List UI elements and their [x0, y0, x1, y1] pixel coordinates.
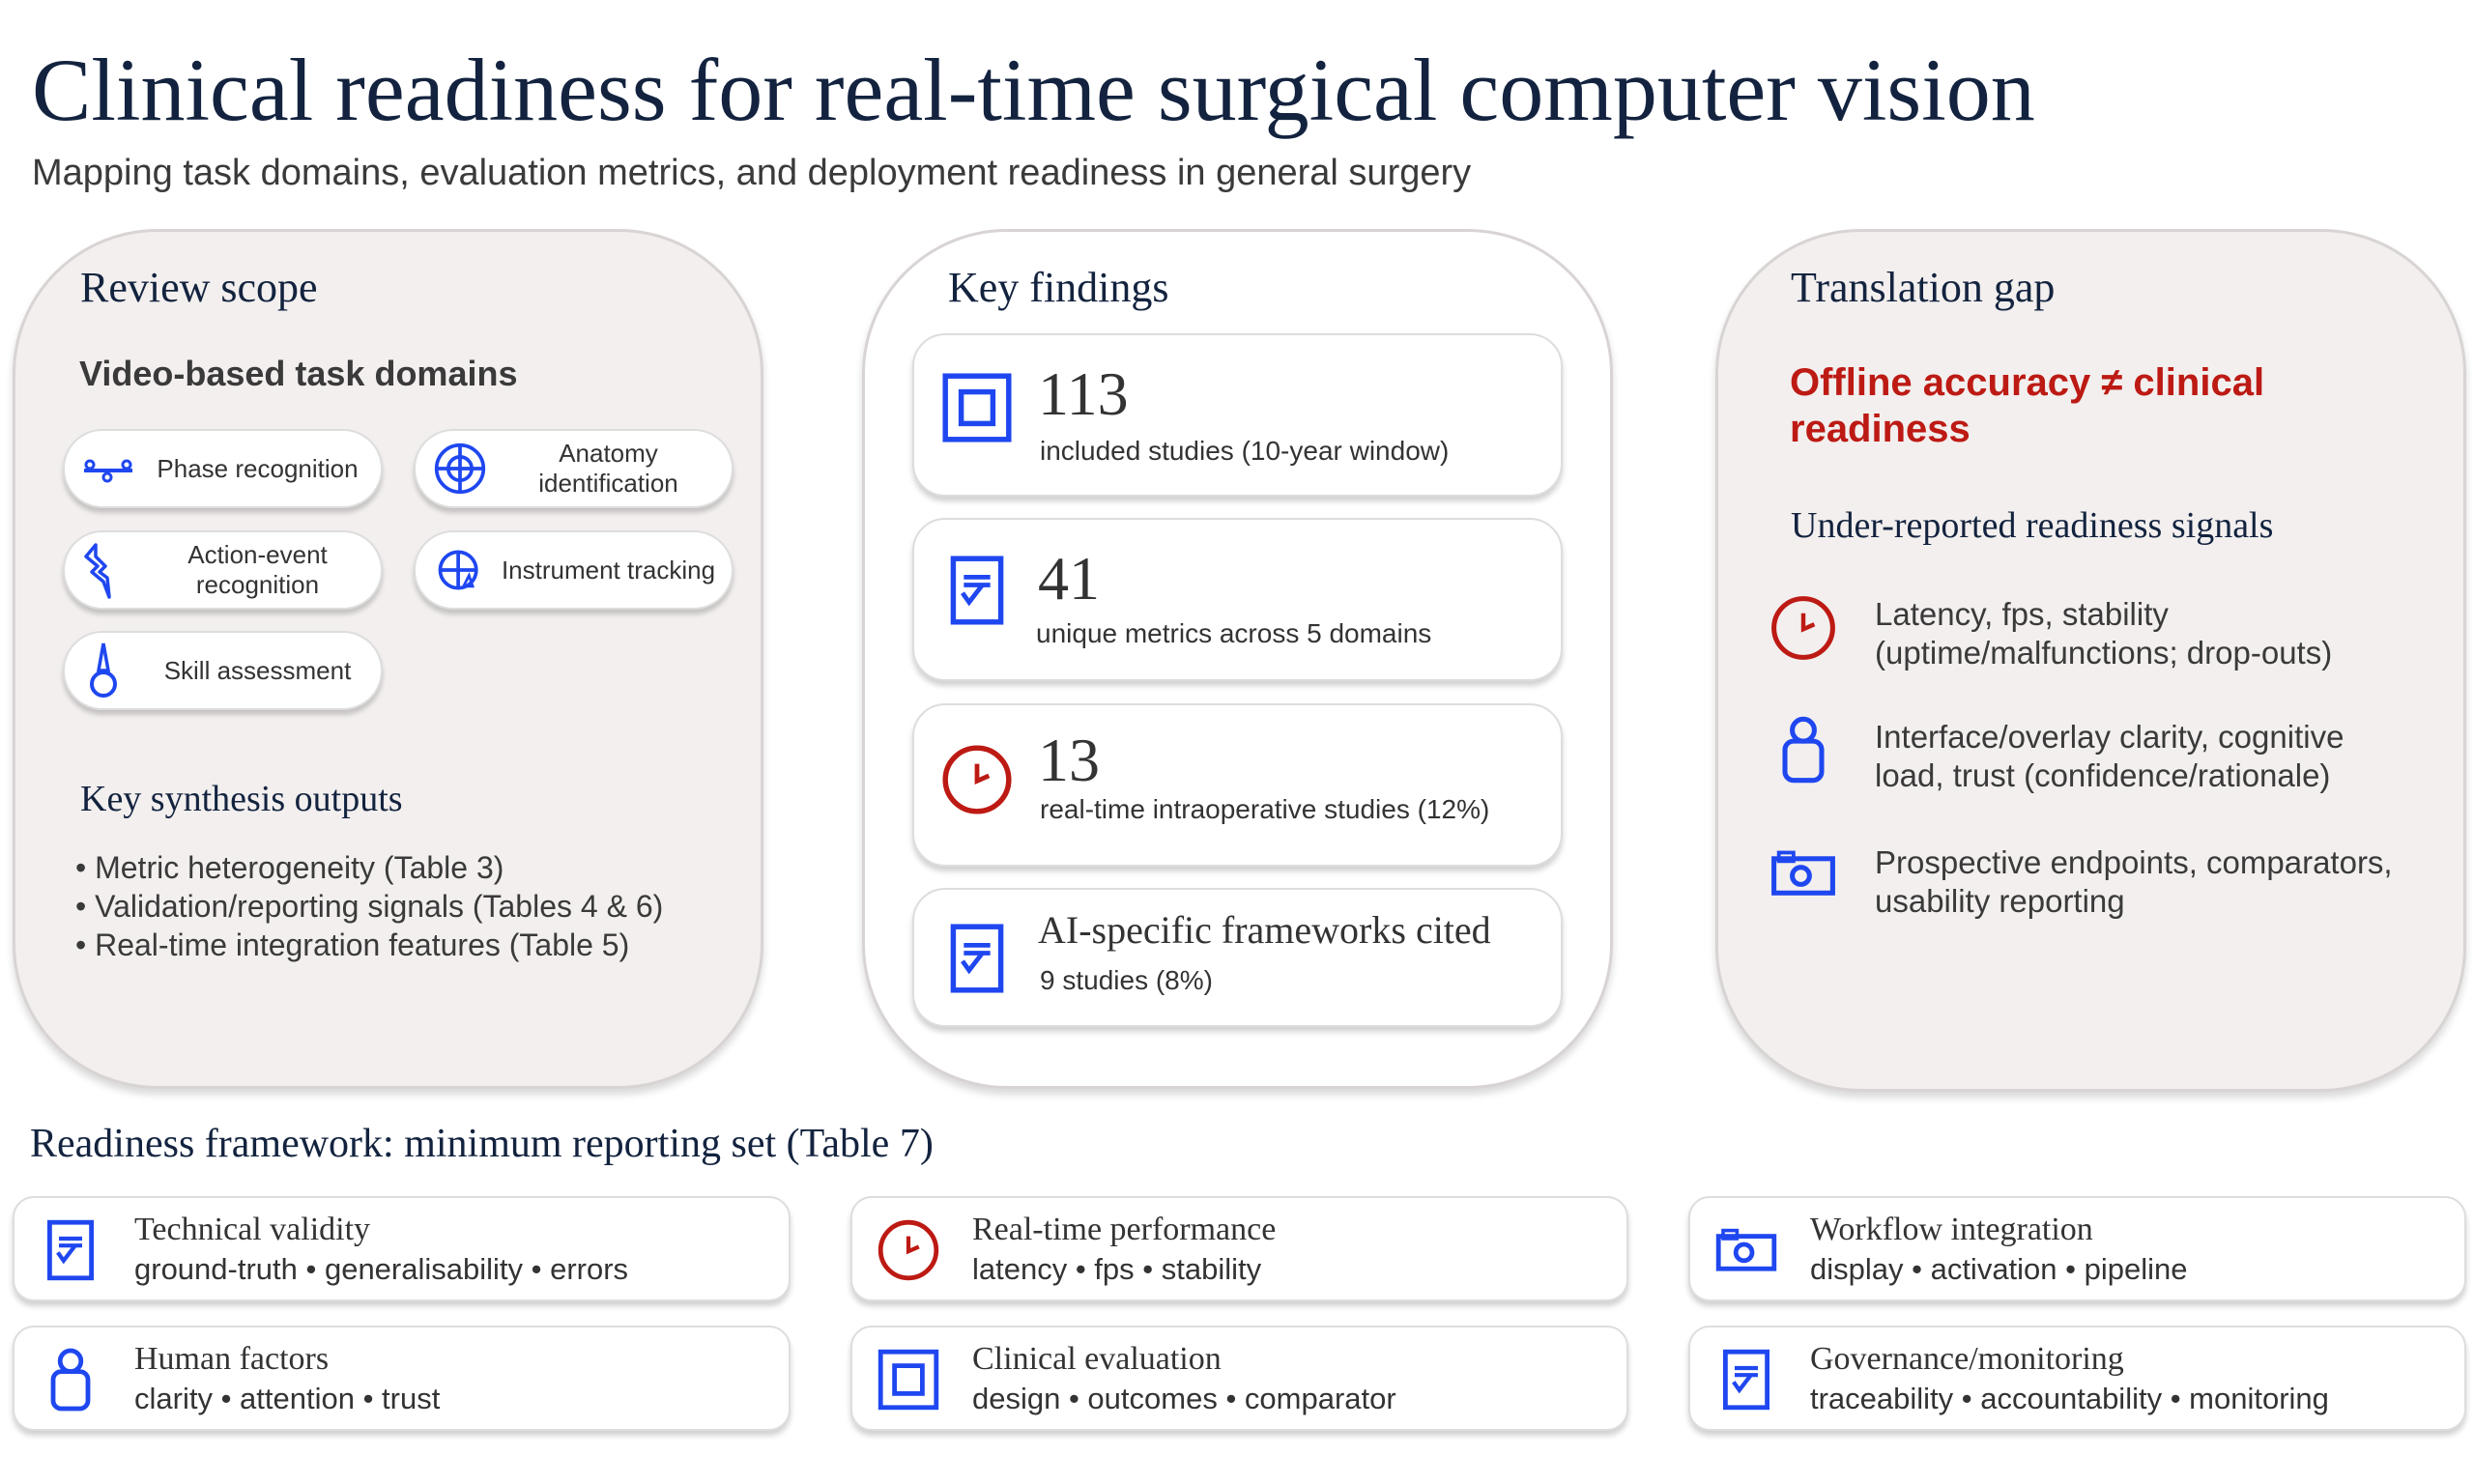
framework-title: Clinical evaluation — [972, 1341, 1222, 1377]
framework-title: Real-time performance — [972, 1212, 1277, 1247]
domain-label: Action-event recognition — [187, 540, 328, 599]
finding-text: included studies (10-year window) — [1040, 436, 1450, 466]
finding-text: 9 studies (8%) — [1040, 965, 1213, 995]
signal-line: (uptime/malfunctions; drop-outs) — [1875, 635, 2333, 671]
finding-card: AI-specific frameworks cited 9 studies (… — [912, 888, 1563, 1027]
signal-item: Latency, fps, stability(uptime/malfuncti… — [1875, 595, 2332, 672]
domain-anatomy-identification: Anatomy identification — [414, 429, 734, 508]
phase-nodes-icon — [84, 459, 132, 483]
finding-card: 41 unique metrics across 5 domains — [912, 518, 1563, 681]
outputs-heading: Key synthesis outputs — [80, 779, 403, 819]
square-frame-icon — [937, 368, 1017, 447]
framework-sub: design • outcomes • comparator — [972, 1382, 1396, 1415]
framework-card-technical-validity: Technical validity ground-truth • general… — [13, 1196, 791, 1301]
framework-card-governance-monitoring: Governance/monitoring traceability • acco… — [1688, 1326, 2466, 1431]
camera-icon — [1767, 837, 1840, 910]
finding-text: unique metrics across 5 domains — [1036, 618, 1432, 648]
signal-line: Prospective endpoints, comparators, — [1875, 844, 2393, 880]
finding-card: 113 included studies (10-year window) — [912, 333, 1563, 497]
skill-pin-icon — [90, 642, 117, 698]
crosshair-icon — [434, 442, 486, 495]
framework-sub: latency • fps • stability — [972, 1252, 1262, 1286]
checklist-icon — [937, 919, 1017, 998]
domain-label: Phase recognition — [157, 453, 359, 483]
output-item: • Real-time integration features (Table … — [75, 928, 630, 962]
key-findings-title: Key findings — [948, 264, 1169, 311]
framework-sub: traceability • accountability • monitori… — [1810, 1382, 2329, 1415]
checklist-icon — [36, 1215, 105, 1285]
domain-label: Anatomy identification — [538, 439, 678, 498]
person-icon — [1767, 713, 1840, 786]
output-item: • Validation/reporting signals (Tables 4… — [75, 889, 664, 924]
framework-card-clinical-evaluation: Clinical evaluation design • outcomes • c… — [850, 1326, 1628, 1431]
clock-icon — [1767, 591, 1840, 665]
square-frame-icon — [874, 1345, 943, 1414]
framework-sub: clarity • attention • trust — [134, 1382, 441, 1415]
framework-card-real-time-performance: Real-time performance latency • fps • sta… — [850, 1196, 1628, 1301]
clock-icon — [937, 740, 1017, 819]
domain-instrument-tracking: Instrument tracking — [414, 530, 734, 610]
domain-label: Instrument tracking — [501, 555, 716, 585]
lightning-icon — [84, 543, 111, 599]
translation-gap-title: Translation gap — [1791, 264, 2056, 311]
signal-line: Interface/overlay clarity, cognitive — [1875, 719, 2345, 755]
finding-card: 13 real-time intraoperative studies (12%… — [912, 703, 1563, 867]
domain-skill-assessment: Skill assessment — [63, 631, 383, 710]
finding-value: 113 — [1038, 359, 1129, 428]
clock-icon — [874, 1215, 943, 1285]
translation-gap-panel — [1715, 229, 2466, 1092]
finding-text: real-time intraoperative studies (12%) — [1040, 794, 1490, 824]
output-item: • Metric heterogeneity (Table 3) — [75, 850, 504, 885]
page-subtitle: Mapping task domains, evaluation metrics… — [32, 153, 1472, 193]
framework-sub: display • activation • pipeline — [1810, 1252, 2188, 1286]
finding-value: AI-specific frameworks cited — [1038, 908, 1491, 952]
signals-heading: Under-reported readiness signals — [1791, 505, 2274, 546]
domain-label: Skill assessment — [163, 655, 352, 685]
domain-phase-recognition: Phase recognition — [63, 429, 383, 508]
checklist-icon — [1712, 1345, 1781, 1414]
checklist-icon — [937, 551, 1017, 630]
finding-value: 13 — [1038, 726, 1100, 794]
domain-action-event-recognition: Action-event recognition — [63, 530, 383, 610]
framework-title: Human factors — [134, 1341, 330, 1377]
framework-card-workflow-integration: Workflow integration display • activation… — [1688, 1196, 2466, 1301]
signal-line: Latency, fps, stability — [1875, 596, 2169, 632]
framework-title: Technical validity — [134, 1212, 371, 1247]
gap-headline: Offline accuracy ≠ clinical readiness — [1790, 361, 2265, 450]
framework-title: Governance/monitoring — [1810, 1341, 2124, 1377]
domains-heading: Video-based task domains — [79, 354, 518, 393]
tracking-target-icon — [438, 550, 478, 590]
camera-icon — [1712, 1215, 1781, 1285]
framework-heading: Readiness framework: minimum reporting s… — [30, 1122, 934, 1166]
signal-line: load, trust (confidence/rationale) — [1875, 757, 2331, 793]
person-icon — [36, 1345, 105, 1414]
signal-item: Prospective endpoints, comparators,usabi… — [1875, 843, 2393, 921]
framework-card-human-factors: Human factors clarity • attention • trust — [13, 1326, 791, 1431]
review-scope-title: Review scope — [80, 264, 318, 311]
finding-value: 41 — [1038, 544, 1100, 613]
framework-title: Workflow integration — [1810, 1212, 2093, 1247]
page-title: Clinical readiness for real-time surgica… — [32, 41, 2035, 139]
framework-sub: ground-truth • generalisability • errors — [134, 1252, 629, 1286]
signal-line: usability reporting — [1875, 883, 2125, 919]
